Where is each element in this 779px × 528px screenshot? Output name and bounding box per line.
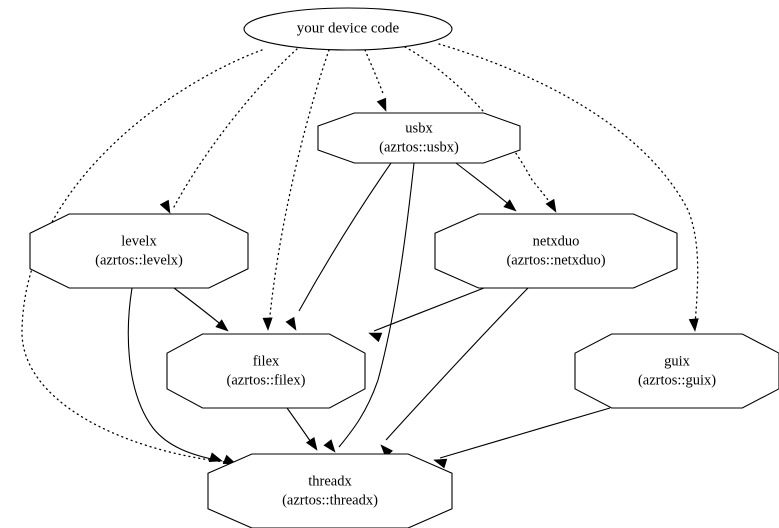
node-threadx-octagon[interactable]: [207, 453, 453, 528]
arrowhead-layer: [159, 97, 699, 469]
node-netxduo-label-namespace: (azrtos::netxduo): [506, 252, 605, 268]
node-device-ellipse[interactable]: [243, 7, 453, 51]
arrowhead: [285, 316, 297, 331]
arrowhead: [545, 198, 557, 213]
arrowhead: [159, 199, 171, 214]
node-threadx-label-primary: threadx: [308, 473, 352, 489]
node-levelx[interactable]: levelx(azrtos::levelx): [29, 213, 249, 289]
node-filex-label-primary: filex: [253, 353, 280, 369]
arrowhead-triangle: [368, 332, 383, 343]
node-levelx-label-namespace: (azrtos::levelx): [95, 252, 183, 268]
node-usbx-label-primary: usbx: [405, 120, 433, 136]
edge-usbx-to-threadx: [338, 162, 415, 448]
arrowhead: [215, 319, 229, 332]
node-layer: your device codeusbx(azrtos::usbx)levelx…: [29, 7, 779, 528]
arrowhead: [262, 317, 273, 331]
arrowhead-triangle: [305, 436, 318, 451]
node-threadx-label-namespace: (azrtos::threadx): [282, 492, 378, 508]
node-usbx-label-namespace: (azrtos::usbx): [379, 139, 459, 155]
arrowhead-triangle: [545, 198, 557, 213]
node-levelx-label-primary: levelx: [121, 233, 157, 249]
node-netxduo[interactable]: netxduo(azrtos::netxduo): [434, 213, 678, 289]
node-guix-label-namespace: (azrtos::guix): [638, 372, 716, 388]
edge-device-to-levelx: [173, 48, 298, 208]
arrowhead-triangle: [503, 199, 517, 212]
node-device[interactable]: your device code: [243, 7, 453, 51]
edge-netxduo-to-threadx: [385, 287, 529, 441]
node-guix-label-primary: guix: [664, 353, 691, 369]
node-netxduo-octagon[interactable]: [434, 213, 678, 289]
node-filex-octagon[interactable]: [166, 333, 366, 409]
node-usbx[interactable]: usbx(azrtos::usbx): [317, 112, 521, 164]
edge-filex-to-threadx: [286, 407, 314, 446]
arrowhead: [503, 199, 517, 212]
node-usbx-octagon[interactable]: [317, 112, 521, 164]
arrowhead-triangle: [376, 97, 387, 112]
node-threadx[interactable]: threadx(azrtos::threadx): [207, 453, 453, 528]
arrowhead: [305, 436, 318, 451]
edge-levelx-to-threadx: [127, 287, 217, 461]
edge-device-to-usbx: [364, 49, 385, 97]
node-guix[interactable]: guix(azrtos::guix): [574, 333, 779, 409]
arrowhead-triangle: [208, 452, 223, 462]
node-netxduo-label-primary: netxduo: [533, 233, 580, 249]
edge-usbx-to-netxduo: [455, 162, 513, 208]
arrowhead: [368, 332, 383, 343]
edge-usbx-to-filex: [298, 162, 392, 312]
edge-guix-to-threadx: [439, 407, 611, 459]
arrowhead-triangle: [323, 439, 336, 453]
arrowhead: [323, 439, 336, 453]
arrowhead-triangle: [215, 319, 229, 332]
arrowhead-triangle: [688, 318, 699, 332]
node-filex-label-namespace: (azrtos::filex): [227, 372, 306, 388]
arrowhead-triangle: [285, 316, 297, 331]
arrowhead: [376, 97, 387, 112]
arrowhead-triangle: [262, 317, 273, 331]
edge-device-to-filex: [268, 49, 330, 326]
node-guix-octagon[interactable]: [574, 333, 779, 409]
edge-netxduo-to-filex: [373, 287, 485, 332]
arrowhead: [208, 452, 223, 462]
arrowhead-triangle: [159, 199, 171, 214]
arrowhead: [688, 318, 699, 332]
edge-levelx-to-filex: [173, 287, 225, 328]
node-device-label-primary: your device code: [297, 20, 400, 36]
node-levelx-octagon[interactable]: [29, 213, 249, 289]
arrowhead-triangle: [433, 458, 448, 469]
node-filex[interactable]: filex(azrtos::filex): [166, 333, 366, 409]
arrowhead: [433, 458, 448, 469]
